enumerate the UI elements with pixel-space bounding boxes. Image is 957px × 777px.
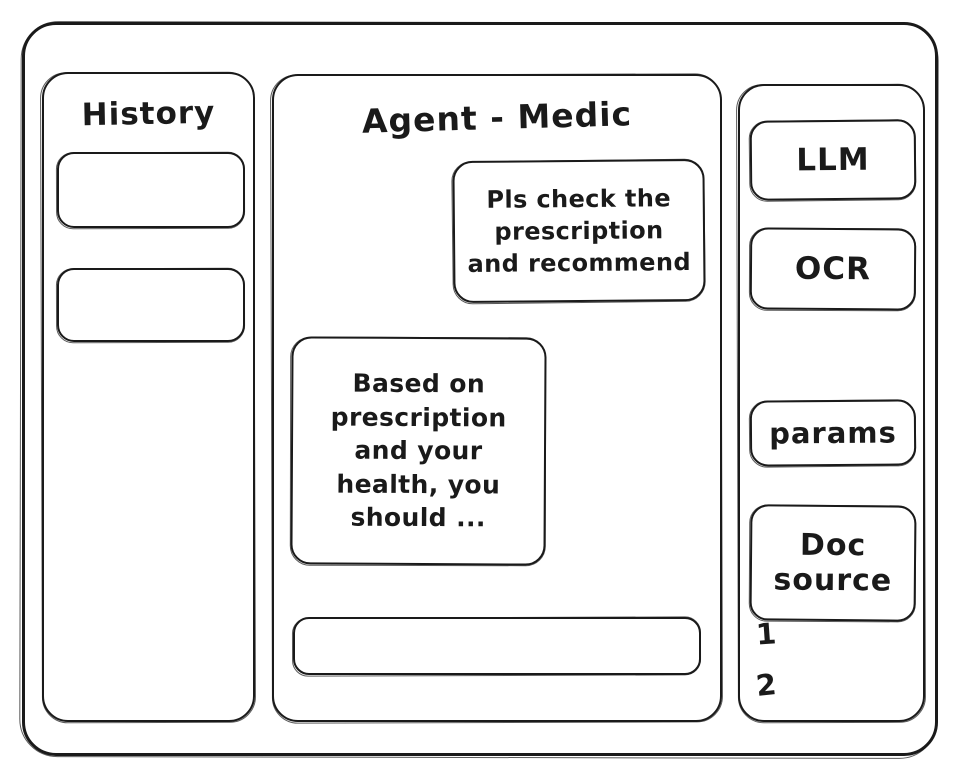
tool-button-ocr[interactable]: OCR [749, 227, 917, 311]
tool-button-params[interactable]: params [749, 399, 917, 467]
doc-source-entry[interactable]: 2 [754, 667, 778, 703]
message-composer-input[interactable] [293, 617, 701, 675]
history-list-item[interactable] [57, 268, 245, 342]
doc-source-entry[interactable]: 1 [754, 616, 778, 652]
user-message-bubble: Pls check the prescription and recommend [452, 158, 706, 304]
history-panel-title: History [81, 94, 216, 134]
history-list-item[interactable] [57, 152, 245, 228]
tool-button-llm[interactable]: LLM [749, 119, 917, 201]
assistant-message-bubble: Based on prescription and your health, y… [290, 336, 547, 566]
tool-button-doc-source[interactable]: Doc source [749, 504, 917, 622]
